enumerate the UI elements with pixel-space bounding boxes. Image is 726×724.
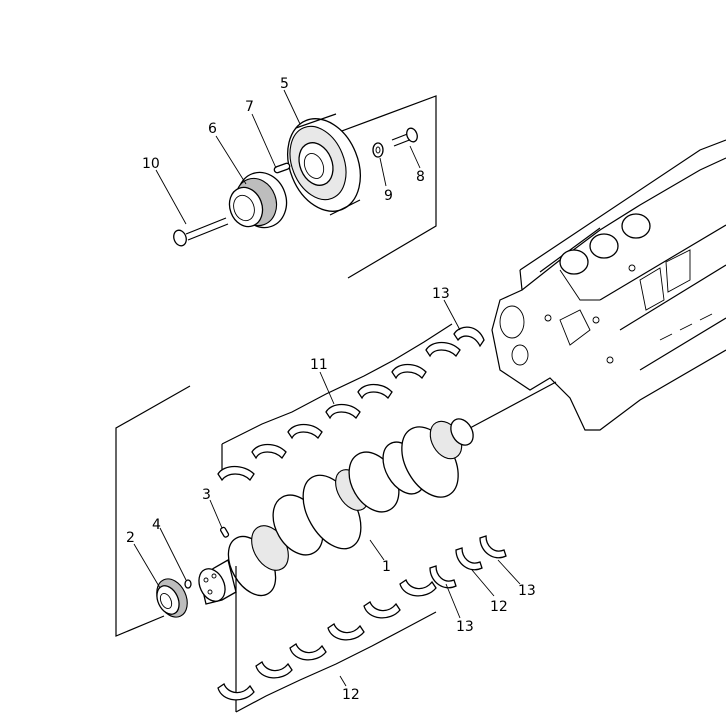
callout-9: 9 xyxy=(384,188,393,204)
callout-10: 10 xyxy=(142,156,160,172)
callout-13-top: 13 xyxy=(432,286,450,302)
key xyxy=(219,526,230,538)
damper-bolt xyxy=(391,127,418,147)
callout-11: 11 xyxy=(310,357,328,373)
crank-gear xyxy=(156,578,188,618)
callout-4: 4 xyxy=(152,517,161,533)
callout-7: 7 xyxy=(245,99,254,115)
crankshaft xyxy=(198,381,557,605)
vibration-damper xyxy=(287,113,361,216)
damper-group-bracket xyxy=(295,95,437,279)
callout-3: 3 xyxy=(202,487,211,503)
callout-6: 6 xyxy=(208,121,217,137)
pulley-bolt xyxy=(173,217,229,247)
callout-12-right: 12 xyxy=(490,599,508,615)
upper-bearing-shells xyxy=(217,326,485,482)
lower-bearing-bracket xyxy=(235,566,437,713)
callout-12-lower: 12 xyxy=(342,687,360,703)
washer xyxy=(372,142,384,158)
callout-2: 2 xyxy=(126,530,135,546)
callout-5: 5 xyxy=(280,76,289,92)
callout-13-right: 13 xyxy=(518,583,536,599)
crank-group-bracket xyxy=(115,385,191,637)
callout-labels: 1 2 3 4 5 6 7 8 9 10 11 12 12 13 13 13 xyxy=(126,76,536,703)
callout-8: 8 xyxy=(416,169,425,185)
thrust-washers-lower xyxy=(429,535,507,589)
crank-pulley xyxy=(228,171,288,229)
cylinder-block xyxy=(491,139,726,431)
upper-bearing-bracket xyxy=(221,323,453,470)
callout-1: 1 xyxy=(382,559,391,575)
pin xyxy=(273,162,291,174)
leader-lines xyxy=(133,89,521,687)
dowel-pin xyxy=(184,579,192,589)
callout-13-lower: 13 xyxy=(456,619,474,635)
lower-bearing-shells xyxy=(217,579,437,701)
